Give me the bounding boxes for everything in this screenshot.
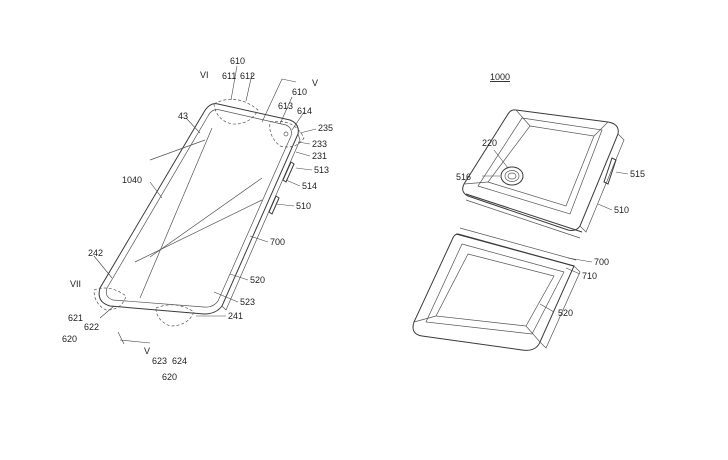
label-43: 43 <box>178 111 188 121</box>
label-233: 233 <box>312 139 327 149</box>
label-620-bottom: 620 <box>162 372 177 382</box>
label-235: 235 <box>318 123 333 133</box>
device-body <box>93 78 305 345</box>
label-520-right: 520 <box>558 308 573 318</box>
label-520-left: 520 <box>250 275 265 285</box>
label-700-left: 700 <box>270 237 285 247</box>
label-610-right: 610 <box>292 87 307 97</box>
folded-device-figure: 1000 <box>412 72 645 351</box>
label-513: 513 <box>314 165 329 175</box>
folded-device-body <box>412 109 625 351</box>
label-516: 516 <box>456 172 471 182</box>
label-242: 242 <box>88 248 103 258</box>
label-241: 241 <box>228 311 243 321</box>
leader-lines <box>93 65 317 319</box>
label-710: 710 <box>582 271 597 281</box>
figure-title: 1000 <box>490 72 510 82</box>
label-612: 612 <box>240 71 255 81</box>
label-514: 514 <box>302 181 317 191</box>
folded-reference-numerals: 220 516 515 510 700 710 520 <box>456 138 645 318</box>
label-613: 613 <box>278 101 293 111</box>
label-523: 523 <box>240 297 255 307</box>
label-231: 231 <box>312 151 327 161</box>
label-610-top: 610 <box>230 56 245 66</box>
label-611: 611 <box>222 71 236 81</box>
label-622: 622 <box>84 322 99 332</box>
label-VI: VI <box>200 70 209 80</box>
label-510-left: 510 <box>296 201 311 211</box>
label-section-V-top: V <box>312 78 318 88</box>
label-section-V-bottom: V <box>144 346 150 356</box>
label-624: 624 <box>172 356 187 366</box>
label-620-left: 620 <box>62 334 77 344</box>
label-614: 614 <box>297 106 312 116</box>
folded-leader-lines <box>482 149 629 313</box>
unfolded-device-figure: 610 VI 611 612 V 610 613 614 235 43 233 … <box>62 56 333 382</box>
label-700-right: 700 <box>594 257 609 267</box>
label-1040: 1040 <box>122 175 142 185</box>
reference-numerals: 610 VI 611 612 V 610 613 614 235 43 233 … <box>62 56 333 382</box>
label-VII: VII <box>70 279 81 289</box>
label-220: 220 <box>482 138 497 148</box>
label-623: 623 <box>152 356 167 366</box>
label-621: 621 <box>68 313 83 323</box>
label-510-right: 510 <box>614 205 629 215</box>
label-515: 515 <box>630 169 645 179</box>
